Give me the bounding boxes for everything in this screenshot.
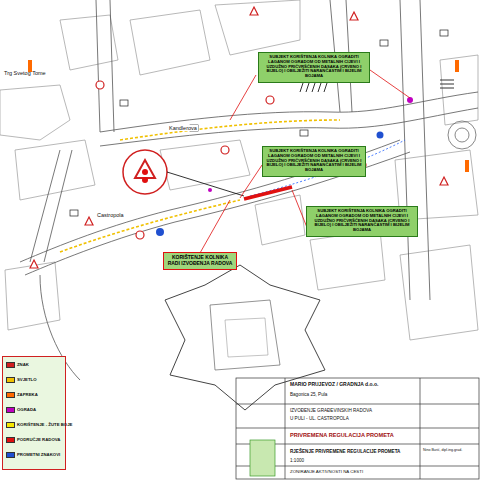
callout-text: SUBJEKT KORIŠTENJA KOLNIKA OGRADITI LAGA…	[310, 209, 414, 233]
title-block-text: PRIVREMENA REGULACIJA PROMETA	[290, 432, 394, 438]
title-block-text: RJEŠENJE PRIVREMENE REGULACIJE PROMETA	[290, 449, 400, 454]
title-block-text: IZVOĐENJE GRAĐEVINSKIH RADOVA	[290, 408, 372, 413]
legend-box: ZNAKSVJETLOZAPREKAOGRADAKORIŠTENJE - ŽUT…	[2, 356, 66, 470]
legend-swatch	[6, 362, 15, 368]
place-name: Trg Svetog Tome	[4, 70, 46, 76]
place-name: Kandlerova	[168, 125, 198, 131]
legend-swatch	[6, 422, 15, 428]
legend-text: PROMETNI ZNAKOVI	[17, 452, 60, 457]
legend-text: ZNAK	[17, 362, 29, 367]
title-block-text: U PULI - UL. CASTROPOLA	[290, 416, 349, 421]
fortress	[165, 265, 325, 410]
legend-text: SVJETLO	[17, 377, 37, 382]
title-block-text: 1:1000	[290, 458, 304, 463]
note-callout: SUBJEKT KORIŠTENJA KOLNIKA OGRADITI LAGA…	[306, 206, 418, 237]
title-block-text: ZONIRANJE AKTIVNOSTI NA CESTI	[290, 470, 363, 475]
legend-row: PROMETNI ZNAKOVI	[6, 452, 60, 458]
legend-text: PODRUČJE RADOVA	[17, 437, 60, 442]
callout-text: SUBJEKT KORIŠTENJA KOLNIKA OGRADITI LAGA…	[262, 55, 366, 79]
work-callout: KORIŠTENJE KOLNIKA RADI IZVOĐENJA RADOVA	[163, 252, 237, 270]
legend-swatch	[6, 407, 15, 413]
legend-text: ZAPREKA	[17, 392, 38, 397]
legend-swatch	[6, 437, 15, 443]
legend-row: ZAPREKA	[6, 392, 38, 398]
legend-text: OGRADA	[17, 407, 36, 412]
legend-row: PODRUČJE RADOVA	[6, 437, 60, 443]
note-callout: SUBJEKT KORIŠTENJA KOLNIKA OGRADITI LAGA…	[262, 146, 366, 177]
title-block-text: Bagonica 25, Pula	[290, 392, 327, 397]
title-block-text: Nino Burić, dipl.ing.građ.	[423, 449, 462, 453]
road-edges	[20, 0, 478, 380]
building-outlines	[0, 0, 478, 340]
place-name: Castropola	[96, 212, 125, 218]
legend-swatch	[6, 377, 15, 383]
legend-swatch	[6, 392, 15, 398]
traffic-signs	[28, 7, 469, 268]
work-zone-lines	[60, 97, 413, 252]
title-block	[236, 378, 479, 479]
legend-row: KORIŠTENJE - ŽUTE BOJE	[6, 422, 72, 428]
legend-row: OGRADA	[6, 407, 36, 413]
legend-swatch	[6, 452, 15, 458]
legend-text: KORIŠTENJE - ŽUTE BOJE	[17, 422, 72, 427]
callout-text: KORIŠTENJE KOLNIKA RADI IZVOĐENJA RADOVA	[167, 255, 233, 267]
roundabout	[448, 121, 476, 149]
legend-row: ZNAK	[6, 362, 29, 368]
magnified-sign	[123, 150, 244, 196]
title-block-text: MARIO PRUJEVOZ / GRADNJA d.o.o.	[290, 382, 378, 388]
note-callout: SUBJEKT KORIŠTENJA KOLNIKA OGRADITI LAGA…	[258, 52, 370, 83]
callout-text: SUBJEKT KORIŠTENJA KOLNIKA OGRADITI LAGA…	[266, 149, 362, 173]
legend-row: SVJETLO	[6, 377, 37, 383]
